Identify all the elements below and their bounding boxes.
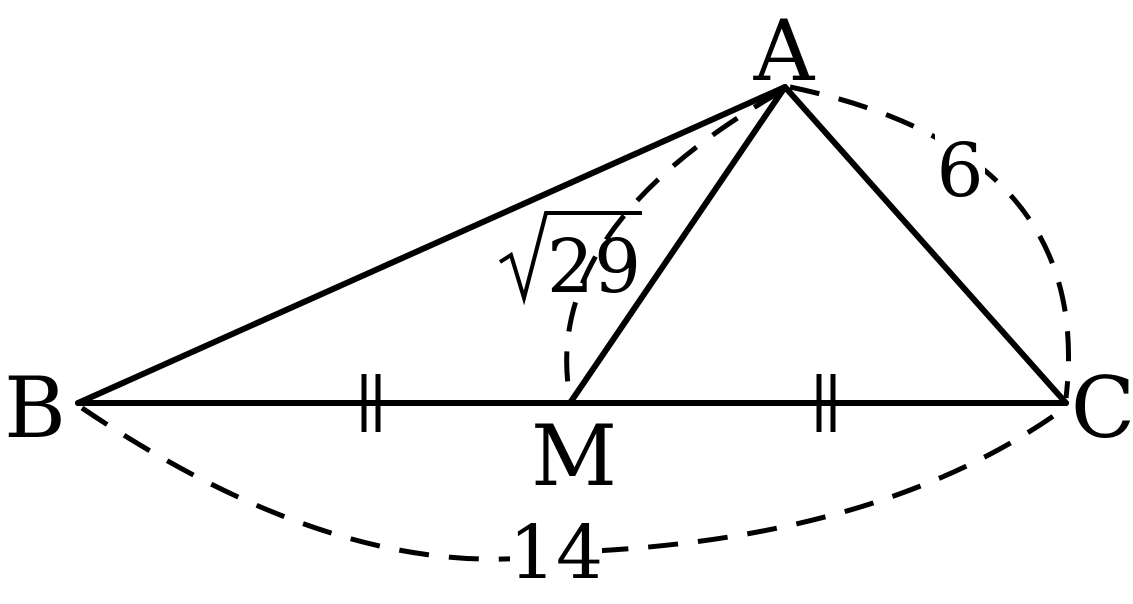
vertex-label-c: C	[1071, 359, 1133, 457]
label-bg-ac	[935, 132, 985, 206]
radical-sign-icon	[498, 211, 642, 306]
vertex-label-a: A	[753, 2, 816, 100]
arc-ac	[789, 84, 1072, 399]
label-bg-bc	[510, 508, 602, 590]
equal-marks	[361, 374, 836, 432]
length-label-bc: 14	[509, 510, 603, 596]
vertex-label-b: B	[4, 359, 66, 457]
arc-am	[564, 89, 782, 399]
vertex-label-m: M	[531, 407, 617, 505]
radicand: 29	[547, 224, 641, 310]
median-am	[567, 84, 788, 406]
length-label-am: 29	[498, 211, 642, 310]
side-ab	[75, 84, 788, 406]
length-label-ac: 6	[936, 128, 983, 214]
side-ac	[782, 84, 1069, 406]
